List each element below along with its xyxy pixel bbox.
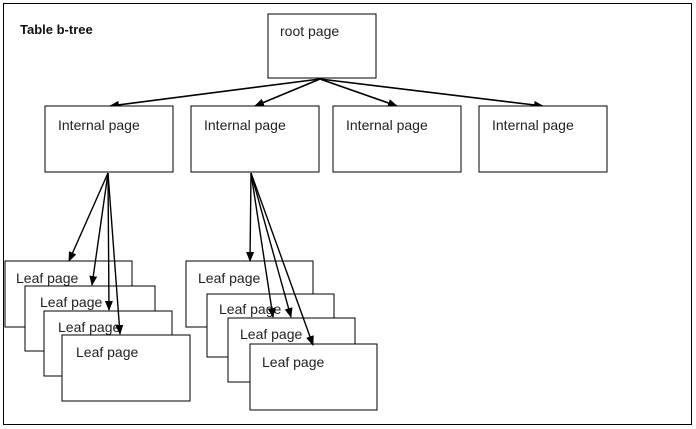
root-edges [109,78,544,109]
edge-internal2-leaf-1 [246,172,255,262]
edge-internal2-leaf-2 [250,172,276,318]
edge-root-internal-3 [319,78,398,107]
leaf-stack-1: Leaf page Leaf page Leaf page Leaf page [4,260,191,402]
leaf-edges-2 [246,172,314,346]
internal-page-2: Internal page [190,105,320,173]
internal-page-label: Internal page [204,117,286,133]
edge-internal1-leaf-3 [104,172,113,311]
root-page-label: root page [280,23,339,39]
leaf-page-label: Leaf page [76,344,138,360]
edge-internal1-leaf-4 [107,172,124,335]
leaf-page-box [61,334,191,402]
internal-page-1: Internal page [44,105,174,173]
leaf-page-label: Leaf page [16,270,78,286]
leaf-page-box [249,343,378,411]
leaf-page-label: Leaf page [40,294,102,310]
diagram-title: Table b-tree [20,22,93,37]
root-page: root page [267,13,377,79]
edge-root-internal-1 [109,78,321,109]
edge-internal1-leaf-2 [89,172,109,286]
internal-page-label: Internal page [346,117,428,133]
edge-root-internal-4 [319,78,544,109]
leaf-page-label: Leaf page [219,301,281,317]
leaf-edges-1 [68,172,124,335]
leaf-page-label: Leaf page [240,326,302,342]
edge-root-internal-2 [254,78,321,107]
leaf-page-label: Leaf page [58,319,120,335]
internal-page-4: Internal page [478,105,608,173]
internal-page-label: Internal page [58,117,140,133]
edge-internal2-leaf-4 [250,172,314,346]
edge-internal2-leaf-3 [250,172,293,318]
internal-page-label: Internal page [492,117,574,133]
outer-border [3,3,692,425]
edge-internal1-leaf-1 [68,172,109,262]
leaf-page-label: Leaf page [198,270,260,286]
internal-page-3: Internal page [332,105,462,173]
leaf-stack-2: Leaf page Leaf page Leaf page Leaf page [185,260,378,411]
leaf-page-label: Leaf page [262,354,324,370]
